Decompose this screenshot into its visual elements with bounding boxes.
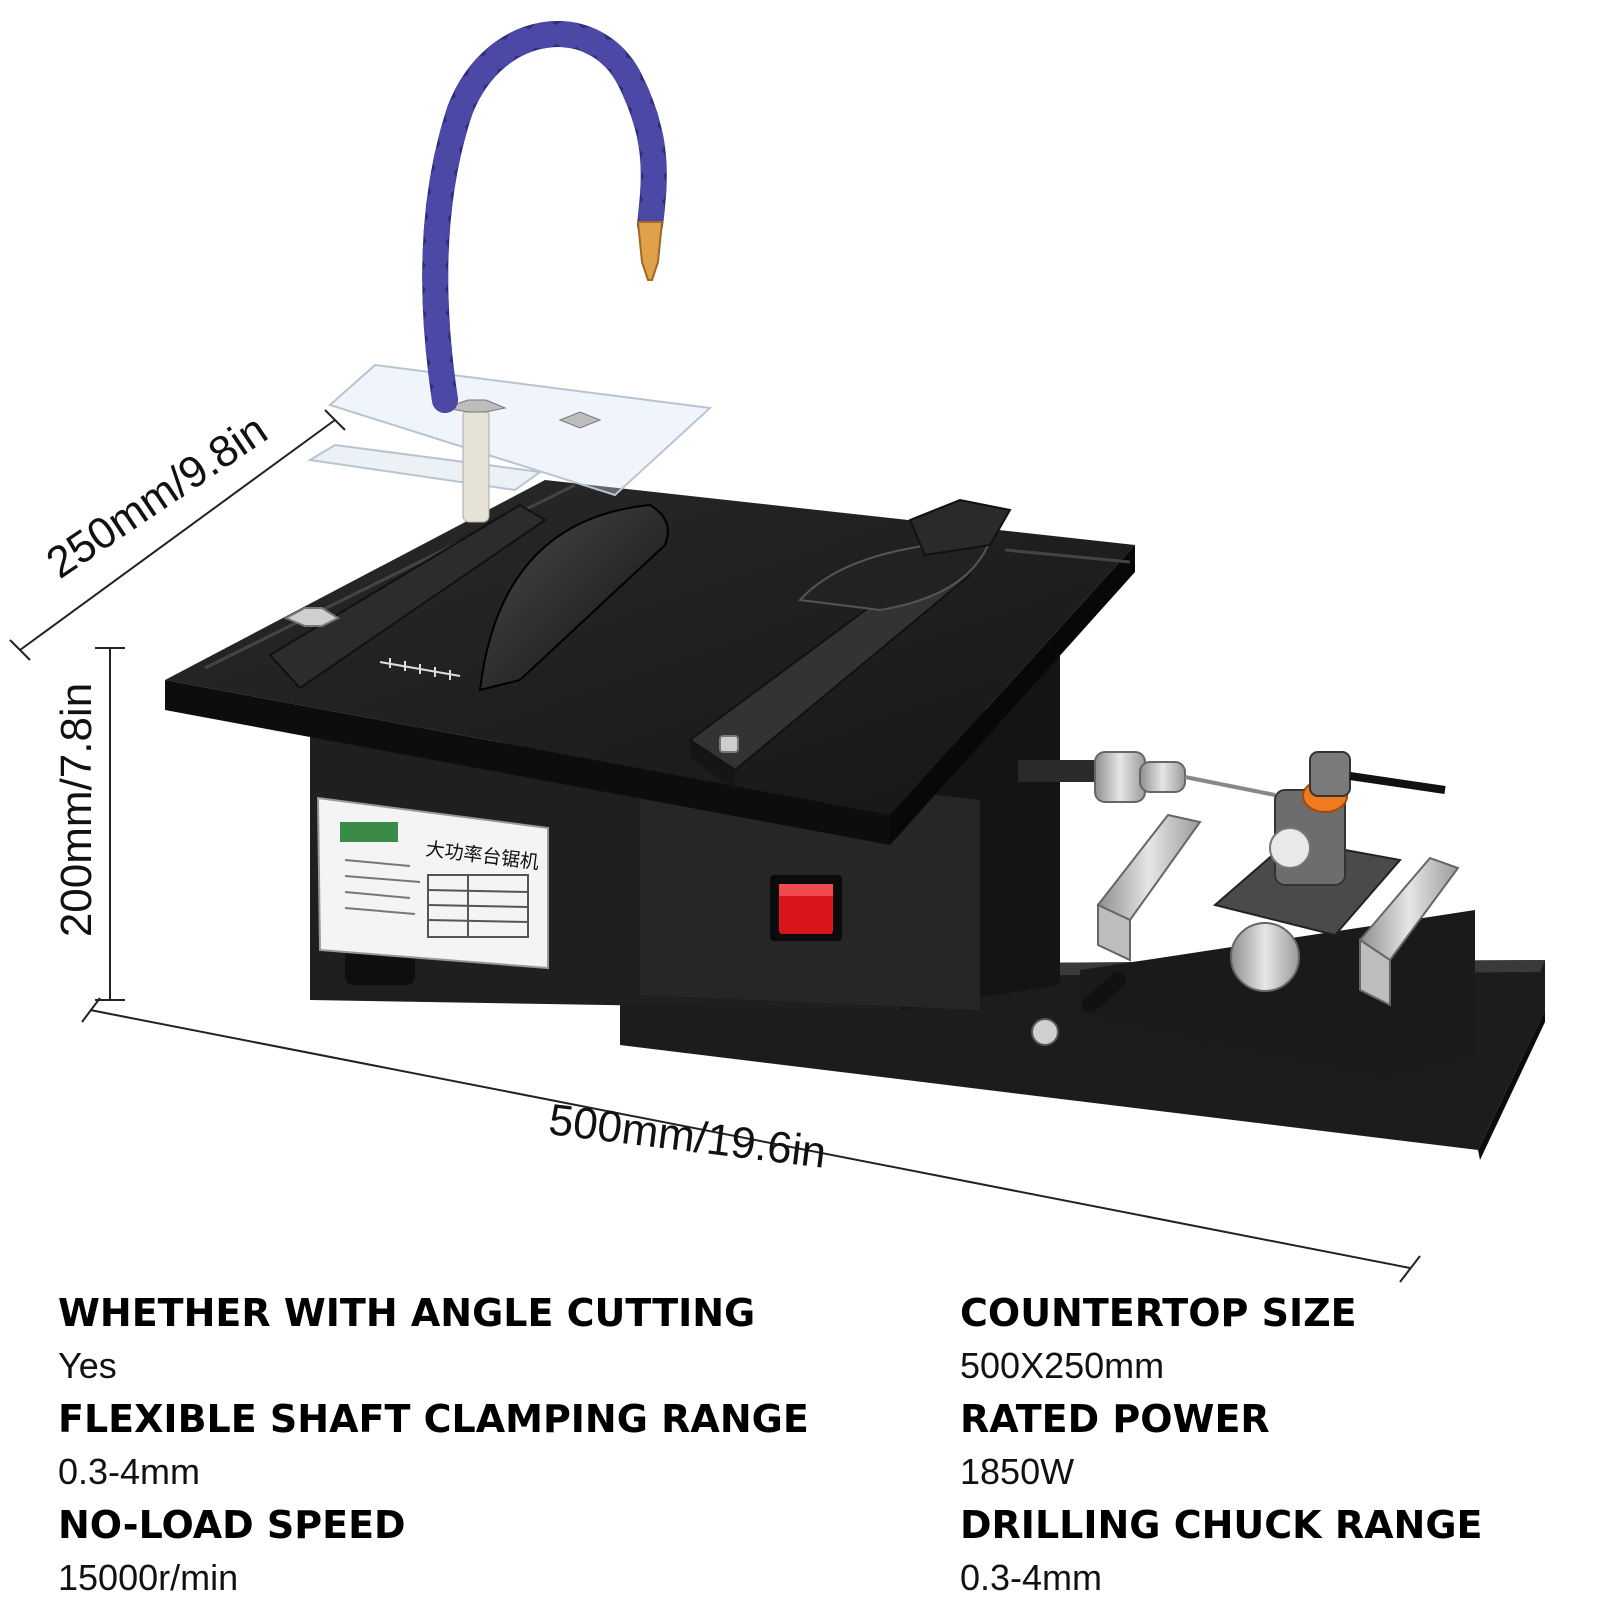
spec-label: RATED POWER: [960, 1397, 1270, 1441]
wing-nuts: [283, 607, 739, 753]
spec-label: DRILLING CHUCK RANGE: [960, 1503, 1483, 1547]
spec-value: 0.3-4mm: [960, 1557, 1103, 1598]
spec-value: 1850W: [960, 1451, 1075, 1492]
scale-marks: [379, 658, 461, 680]
saw-blade: [478, 503, 669, 692]
spec-value: 500X250mm: [960, 1345, 1165, 1386]
fence-rail: [268, 503, 972, 790]
product-figure: [9, 21, 1545, 1283]
sticker-logo: [340, 822, 398, 842]
spec-value: 15000r/min: [58, 1557, 239, 1598]
label-sticker: [316, 796, 549, 970]
spec-label: COUNTERTOP SIZE: [960, 1291, 1357, 1335]
spec-column-right: COUNTERTOP SIZE 500X250mm RATED POWER 18…: [960, 1288, 1482, 1606]
spec-label: WHETHER WITH ANGLE CUTTING: [58, 1291, 756, 1335]
rubber-foot: [345, 950, 415, 985]
spec-column-left: WHETHER WITH ANGLE CUTTING Yes FLEXIBLE …: [58, 1288, 809, 1606]
spec-value: 0.3-4mm: [58, 1451, 201, 1492]
acrylic-guard: [307, 363, 713, 523]
nozzle-icon: [636, 221, 664, 281]
power-switch: [770, 875, 842, 941]
coolant-hose: [422, 21, 667, 413]
miter-gauge: [797, 498, 1012, 612]
dimension-height-label: 200mm/7.8in: [52, 682, 102, 938]
dimension-lines: [9, 409, 1421, 1283]
drill-chuck: [1018, 751, 1276, 803]
cross-slide-vise: [1031, 751, 1475, 1078]
spec-label: NO-LOAD SPEED: [58, 1503, 406, 1547]
spec-value: Yes: [58, 1345, 117, 1386]
spec-label: FLEXIBLE SHAFT CLAMPING RANGE: [58, 1397, 809, 1441]
